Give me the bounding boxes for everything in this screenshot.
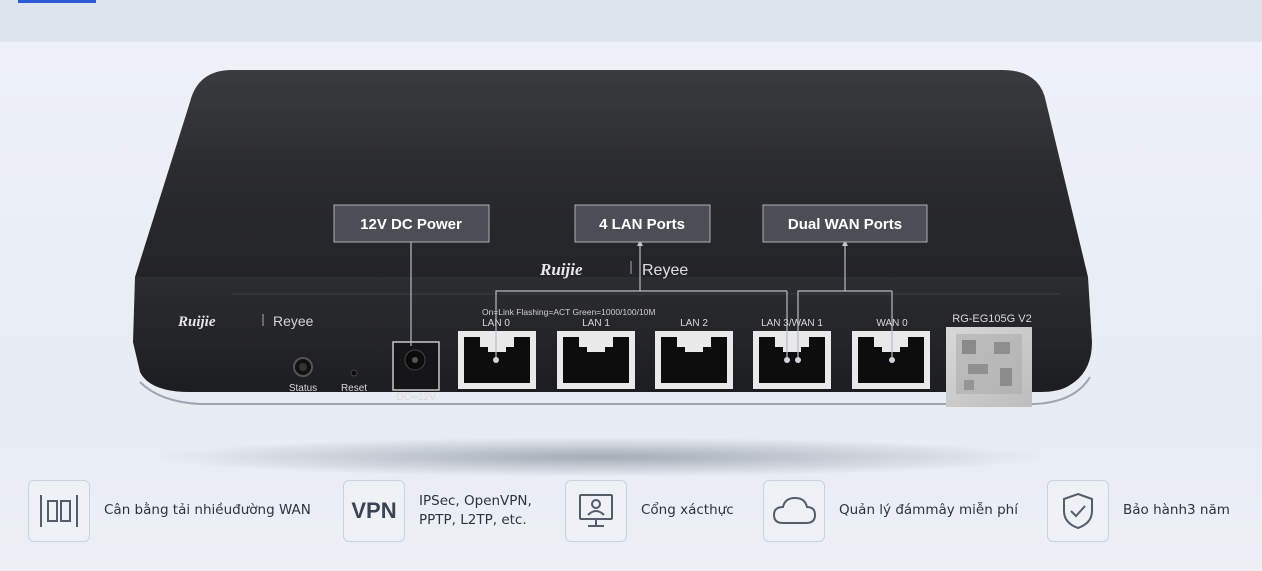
top-brand-logo: Ruijie Reyee xyxy=(539,260,688,279)
device-top-surface xyxy=(135,70,1088,277)
status-label: Status xyxy=(289,383,317,394)
feature-warranty: Bảo hành3 năm xyxy=(1047,478,1230,543)
top-brand-ruijie: Ruijie xyxy=(539,260,583,279)
cloud-icon xyxy=(763,479,825,542)
feature-load-balance: Cân bằng tải nhiềuđường WAN xyxy=(28,478,311,543)
callout-lan-label: 4 LAN Ports xyxy=(599,216,685,233)
callout-wan: Dual WAN Ports xyxy=(762,204,928,243)
reset-label: Reset xyxy=(341,383,367,394)
rj45-port-lan1 xyxy=(557,331,635,389)
feature-vpn: VPN IPSec, OpenVPN, PPTP, L2TP, etc. xyxy=(343,478,532,543)
feature-vpn-line1: IPSec, OpenVPN, xyxy=(419,492,532,509)
feature-portal: Cổng xácthực xyxy=(565,478,734,543)
product-stage: Ruijie Reyee Ruijie Reyee Status Reset D… xyxy=(0,42,1262,571)
callout-wan-label: Dual WAN Ports xyxy=(788,216,902,233)
port-label-lan1: LAN 1 xyxy=(582,318,610,329)
model-label: RG-EG105G V2 xyxy=(952,313,1031,325)
dc-label: DC═12V xyxy=(396,392,436,403)
callout-power-label: 12V DC Power xyxy=(360,216,462,233)
feature-cloud-text: Quản lý đámmây miễn phí xyxy=(839,502,1018,518)
rj45-port-lan2 xyxy=(655,331,733,389)
callout-connectors xyxy=(410,242,893,360)
portal-monitor-icon xyxy=(565,479,627,542)
shield-check-icon xyxy=(1047,479,1109,542)
load-balance-icon xyxy=(28,479,90,542)
callout-power: 12V DC Power xyxy=(333,204,490,243)
feature-warranty-text: Bảo hành3 năm xyxy=(1123,502,1230,518)
vpn-icon: VPN xyxy=(343,479,405,542)
device-shadow xyxy=(150,437,1050,477)
top-brand-reyee: Reyee xyxy=(642,262,688,279)
rj45-port-wan0 xyxy=(852,331,930,389)
feature-cloud: Quản lý đámmây miễn phí xyxy=(763,478,1018,543)
active-tab-indicator xyxy=(18,0,96,3)
front-brand-ruijie: Ruijie xyxy=(177,314,216,330)
front-brand-reyee: Reyee xyxy=(273,313,314,329)
rj45-port-lan3-wan1 xyxy=(753,331,831,389)
port-label-lan2: LAN 2 xyxy=(680,318,708,329)
router-illustration: Ruijie Reyee Ruijie Reyee Status Reset D… xyxy=(133,70,1092,407)
led-legend: On=Link Flashing=ACT Green=1000/100/10M xyxy=(482,307,656,317)
reset-button xyxy=(350,369,358,377)
qr-code-label xyxy=(946,327,1032,407)
vpn-icon-text: VPN xyxy=(351,497,397,523)
port-label-lan3-wan1: LAN 3/WAN 1 xyxy=(761,318,823,329)
feature-row: Cân bằng tải nhiềuđường WAN VPN IPSec, O… xyxy=(0,478,1262,553)
feature-load-balance-text: Cân bằng tải nhiềuđường WAN xyxy=(104,502,311,518)
feature-vpn-line2: PPTP, L2TP, etc. xyxy=(419,511,527,528)
feature-vpn-text: IPSec, OpenVPN, PPTP, L2TP, etc. xyxy=(419,492,532,530)
callout-lan: 4 LAN Ports xyxy=(574,204,711,243)
front-brand-logo: Ruijie Reyee xyxy=(177,313,314,330)
top-bar xyxy=(0,0,1262,42)
feature-portal-text: Cổng xácthực xyxy=(641,502,734,518)
